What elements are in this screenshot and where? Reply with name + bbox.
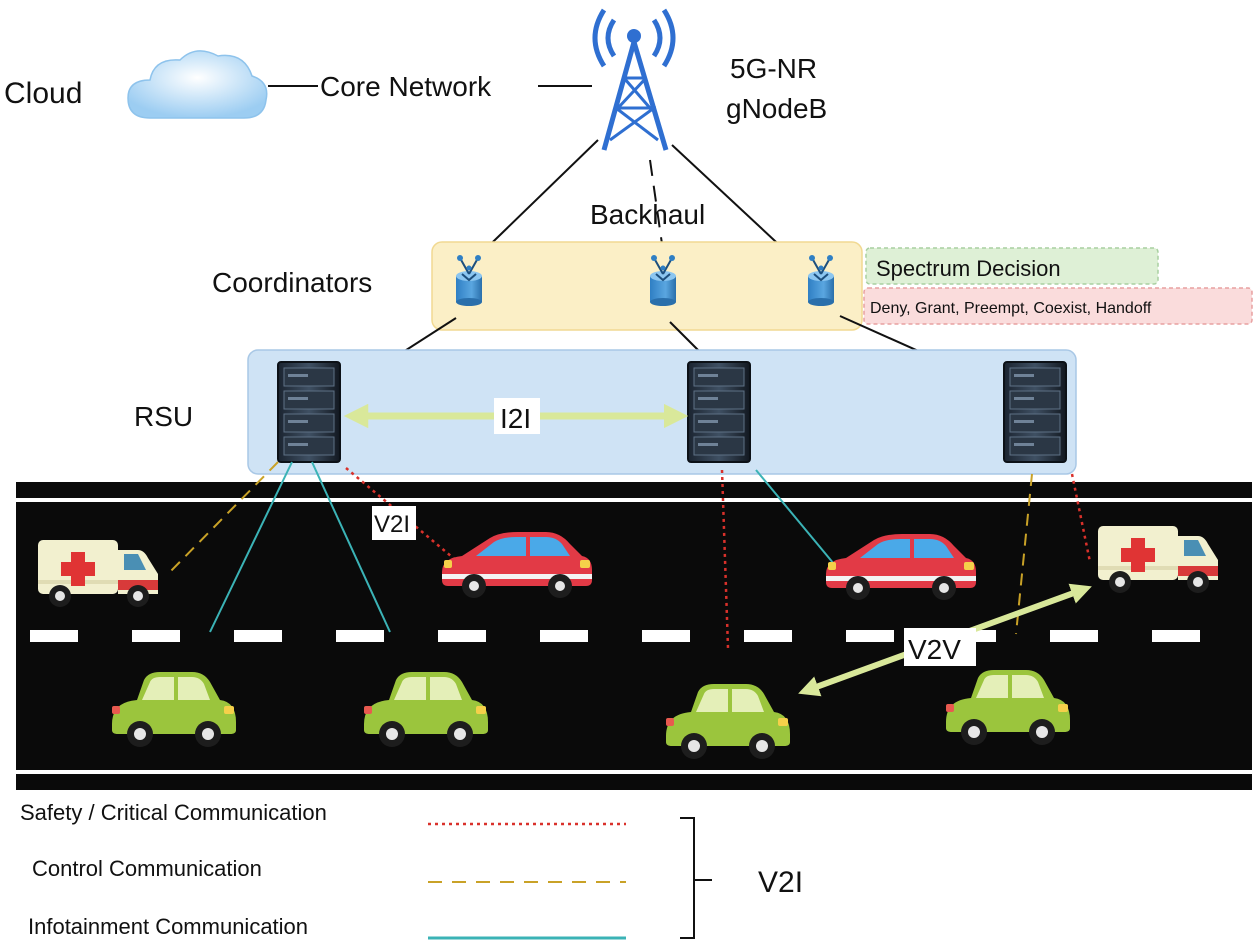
- safety-link-red-car-1: [345, 467, 459, 563]
- control-link-ambulance-left: [165, 461, 279, 577]
- cloud-icon: [127, 50, 268, 119]
- spectrum-decision-box: Spectrum Decision: [865, 247, 1159, 285]
- v2v-label: V2V: [908, 634, 961, 665]
- legend-item-label: Control Communication: [32, 856, 262, 881]
- coordinators-label: Coordinators: [212, 267, 372, 298]
- safety-link-center-car: [720, 469, 730, 649]
- legend: Safety / Critical Communication Control …: [20, 800, 803, 940]
- lane-dash: [132, 630, 180, 642]
- lane-dash: [744, 630, 792, 642]
- rsu-band: [247, 349, 1077, 475]
- lane-dash: [846, 630, 894, 642]
- spectrum-actions-box: Deny, Grant, Preempt, Coexist, Handoff: [863, 287, 1253, 325]
- core-network-label: Core Network: [320, 71, 492, 102]
- i2i-label: I2I: [500, 403, 531, 434]
- rsu-label: RSU: [134, 401, 193, 432]
- legend-item-label: Safety / Critical Communication: [20, 800, 327, 825]
- infotainment-link-2: [311, 461, 391, 633]
- v2v-label-bg: [904, 628, 976, 666]
- safety-link-ambulance-right: [1070, 473, 1092, 563]
- rsu-server-2: [687, 361, 751, 463]
- lane-dash: [336, 630, 384, 642]
- coordinators-band: [431, 241, 863, 331]
- lane-dash: [1152, 630, 1200, 642]
- gnodeb-label-line1: 5G-NR: [730, 53, 817, 84]
- i2i-label-bg: [494, 398, 540, 434]
- legend-group-label: V2I: [758, 866, 803, 899]
- cell-tower-icon: [592, 8, 676, 151]
- v2i-road-label-bg: [372, 506, 416, 540]
- lane-dash: [1050, 630, 1098, 642]
- rsu-server-3: [1003, 361, 1067, 463]
- lane-dash: [234, 630, 282, 642]
- lane-dash: [438, 630, 486, 642]
- infotainment-link-1: [209, 461, 293, 633]
- rsu-server-1: [277, 361, 341, 463]
- cloud-label: Cloud: [4, 77, 82, 110]
- backhaul-label: Backhaul: [590, 199, 705, 230]
- spectrum-decision-label: Spectrum Decision: [876, 256, 1061, 281]
- lane-dash: [642, 630, 690, 642]
- control-link-right: [1015, 473, 1033, 635]
- gnodeb-label-line2: gNodeB: [726, 93, 827, 124]
- lane-dash: [540, 630, 588, 642]
- legend-bracket: [680, 817, 712, 939]
- lane-dash: [30, 630, 78, 642]
- infotainment-link-red-car-2: [755, 469, 835, 565]
- legend-item-label: Infotainment Communication: [28, 914, 308, 939]
- spectrum-actions-label: Deny, Grant, Preempt, Coexist, Handoff: [870, 300, 1152, 317]
- v2i-road-label: V2I: [374, 511, 410, 538]
